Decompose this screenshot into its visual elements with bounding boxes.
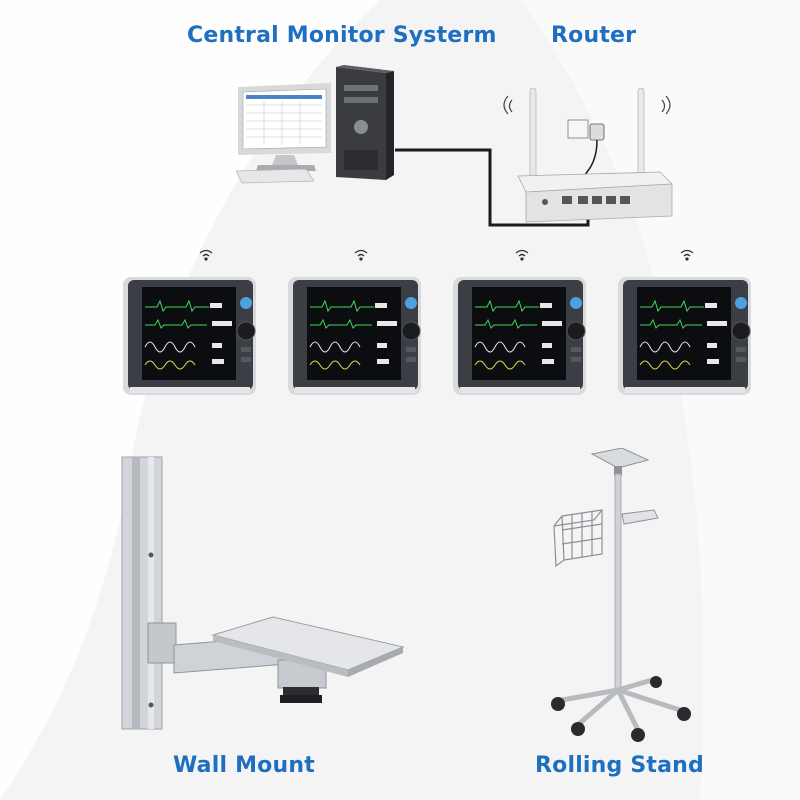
computer-tower [336, 65, 394, 180]
stand-base [559, 677, 683, 733]
stand-pole [614, 473, 622, 693]
router-antenna-left [529, 88, 537, 181]
mount-knob [280, 687, 322, 703]
rolling-stand-device [551, 448, 691, 742]
wall-mount-device [121, 456, 405, 730]
router-ports [542, 196, 630, 205]
patient-monitor-1 [123, 249, 256, 395]
wall-mount-label: Wall Mount [173, 753, 315, 778]
wifi-icon [680, 249, 694, 261]
power-adapter [589, 123, 605, 141]
wifi-icon [503, 95, 671, 115]
rolling-stand-label: Rolling Stand [535, 753, 704, 778]
wifi-icon [515, 249, 529, 261]
central-computer [236, 65, 394, 184]
router-label: Router [551, 23, 637, 48]
power-socket [567, 119, 589, 139]
stand-wheels [551, 676, 691, 742]
patient-monitor-3 [453, 249, 586, 395]
patient-monitor-4 [618, 249, 751, 395]
router-device [503, 88, 673, 223]
stand-basket [553, 509, 603, 568]
wifi-icon [199, 249, 213, 261]
computer-monitor [238, 83, 331, 171]
wall-rail [121, 456, 163, 730]
computer-keyboard [236, 168, 315, 184]
wifi-icon [354, 249, 368, 261]
stand-shelf [621, 509, 659, 525]
mount-plate [211, 616, 405, 677]
patient-monitor-2 [288, 249, 421, 395]
stand-top-plate [590, 448, 650, 476]
router-antenna-right [637, 88, 645, 181]
central-monitor-label: Central Monitor Systerm [187, 23, 497, 48]
